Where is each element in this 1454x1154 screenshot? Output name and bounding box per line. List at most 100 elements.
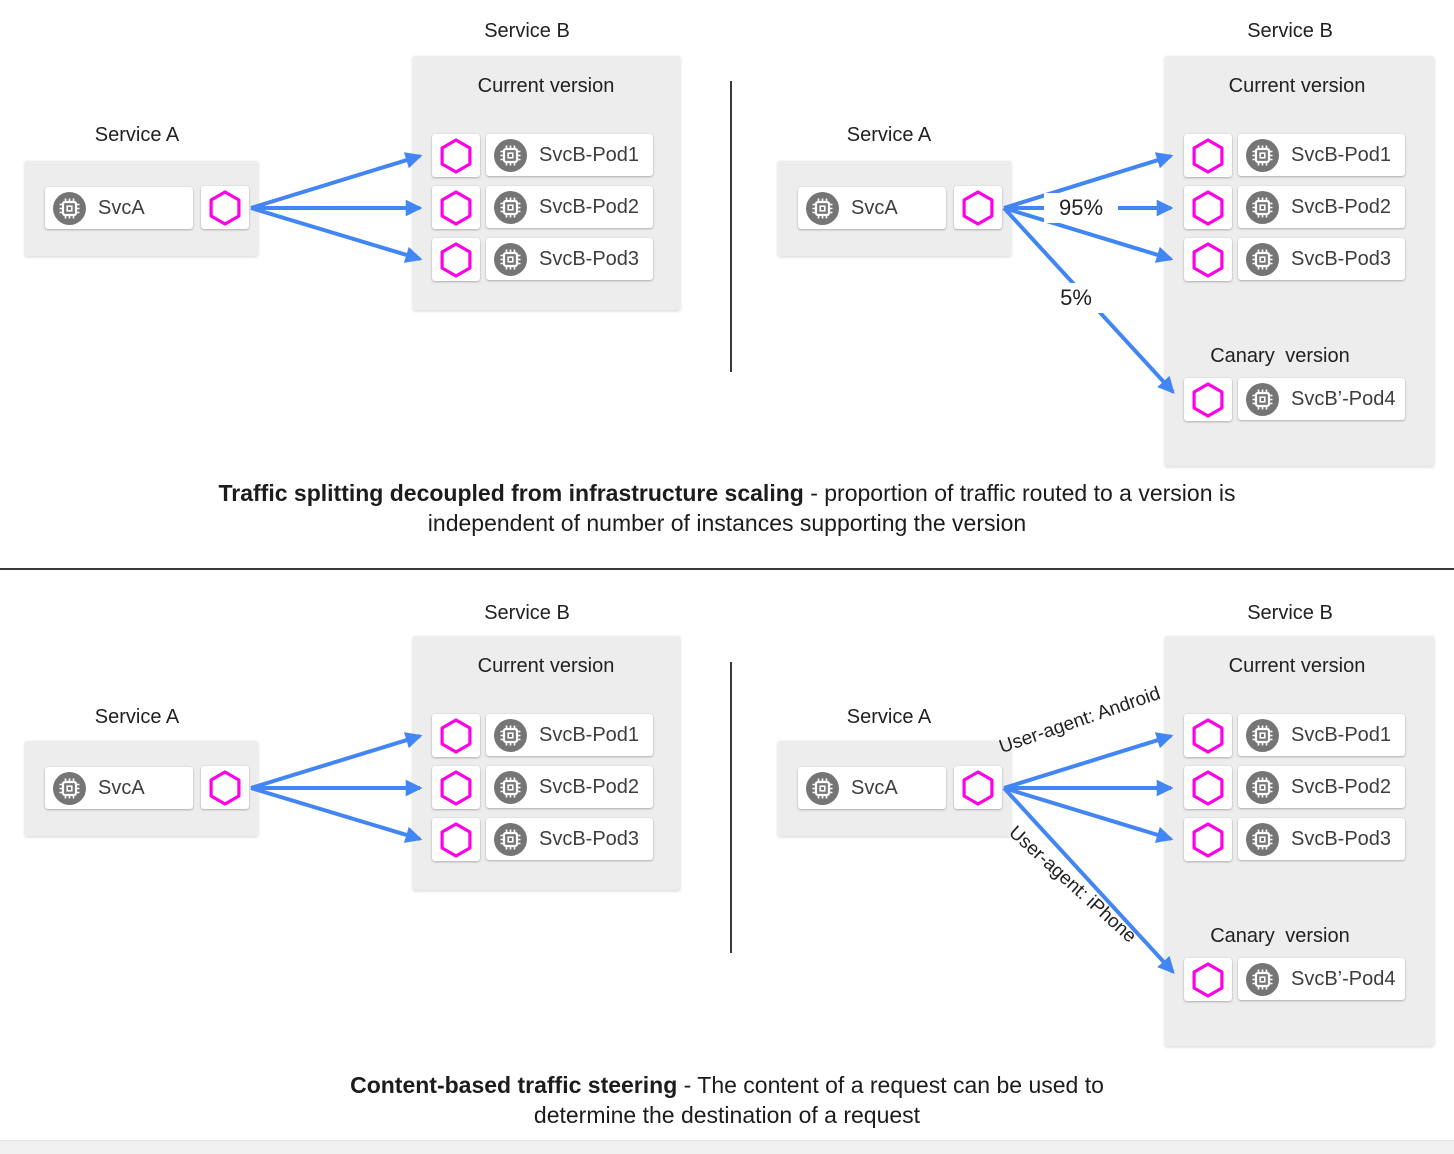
pod-label: SvcB-Pod3 bbox=[1291, 247, 1392, 270]
proxy-box bbox=[432, 818, 480, 861]
pod-label: SvcB’-Pod4 bbox=[1291, 387, 1396, 410]
proxy-box bbox=[432, 238, 480, 281]
proxy-hexagon-icon bbox=[1191, 717, 1225, 755]
pod-node: SvcB-Pod1 bbox=[486, 134, 653, 176]
proxy-hexagon-icon bbox=[439, 821, 473, 859]
proxy-box bbox=[1184, 238, 1232, 281]
user-agent-android-label: User-agent: Android bbox=[996, 683, 1164, 758]
svca-node-label: SvcA bbox=[98, 196, 145, 219]
workload-chip-icon bbox=[494, 242, 527, 276]
service-a-label: Service A bbox=[846, 124, 932, 146]
proxy-hexagon-icon bbox=[439, 717, 473, 755]
pod-node: SvcB-Pod1 bbox=[486, 714, 653, 756]
svca-node-label: SvcA bbox=[851, 776, 898, 799]
pod-label: SvcB-Pod1 bbox=[539, 723, 640, 746]
workload-chip-icon bbox=[1246, 242, 1279, 276]
proxy-box bbox=[1184, 766, 1232, 809]
workload-chip-icon bbox=[1246, 770, 1279, 804]
proxy-box bbox=[201, 766, 249, 809]
service-b-label: Service B bbox=[484, 20, 570, 42]
pod-label: SvcB-Pod2 bbox=[539, 195, 640, 218]
proxy-hexagon-icon bbox=[1191, 241, 1225, 279]
workload-chip-icon bbox=[53, 771, 86, 805]
pod-label: SvcB-Pod3 bbox=[539, 827, 640, 850]
pod-node: SvcB-Pod3 bbox=[1238, 818, 1405, 860]
pod-label: SvcB-Pod2 bbox=[1291, 775, 1392, 798]
pod-label: SvcB-Pod1 bbox=[1291, 143, 1392, 166]
section-divider bbox=[0, 568, 1454, 570]
current-version-label: Current version bbox=[1228, 75, 1366, 97]
vertical-divider bbox=[730, 81, 732, 372]
service-b-label: Service B bbox=[484, 602, 570, 624]
pod-label: SvcB-Pod2 bbox=[539, 775, 640, 798]
workload-chip-icon bbox=[1246, 718, 1279, 752]
workload-chip-icon bbox=[494, 190, 527, 224]
pod-node: SvcB-Pod1 bbox=[1238, 714, 1405, 756]
current-version-label: Current version bbox=[477, 75, 615, 97]
current-version-label: Current version bbox=[477, 655, 615, 677]
vertical-divider bbox=[730, 662, 732, 953]
caption-bold-text: Content-based traffic steering bbox=[350, 1072, 678, 1098]
service-b-label: Service B bbox=[1247, 20, 1333, 42]
caption-traffic-splitting: Traffic splitting decoupled from infrast… bbox=[0, 478, 1454, 538]
workload-chip-icon bbox=[494, 718, 527, 752]
proxy-hexagon-icon bbox=[208, 189, 242, 227]
proxy-box bbox=[432, 186, 480, 229]
proxy-hexagon-icon bbox=[961, 769, 995, 807]
proxy-hexagon-icon bbox=[1191, 137, 1225, 175]
workload-chip-icon bbox=[53, 191, 86, 225]
proxy-box bbox=[1184, 134, 1232, 177]
pod-node: SvcB-Pod2 bbox=[486, 766, 653, 808]
svca-node-label: SvcA bbox=[98, 776, 145, 799]
pod-node: SvcB-Pod1 bbox=[1238, 134, 1405, 176]
workload-chip-icon bbox=[806, 771, 839, 805]
proxy-box bbox=[432, 714, 480, 757]
pod-label: SvcB-Pod1 bbox=[539, 143, 640, 166]
proxy-hexagon-icon bbox=[439, 137, 473, 175]
workload-chip-icon bbox=[494, 138, 527, 172]
traffic-percent-current: 95% bbox=[1044, 193, 1118, 223]
caption-content-steering: Content-based traffic steering - The con… bbox=[0, 1070, 1454, 1130]
workload-chip-icon bbox=[1246, 190, 1279, 224]
pod-label: SvcB-Pod3 bbox=[1291, 827, 1392, 850]
caption-bold-text: Traffic splitting decoupled from infrast… bbox=[218, 480, 804, 506]
proxy-box bbox=[432, 134, 480, 177]
pod-node: SvcB-Pod2 bbox=[486, 186, 653, 228]
bottom-edge-strip bbox=[0, 1140, 1454, 1154]
canary-pod-node: SvcB’-Pod4 bbox=[1238, 958, 1405, 1000]
pod-label: SvcB-Pod3 bbox=[539, 247, 640, 270]
workload-chip-icon bbox=[1246, 138, 1279, 172]
canary-version-label: Canary version bbox=[1210, 345, 1350, 367]
workload-chip-icon bbox=[494, 770, 527, 804]
proxy-box bbox=[432, 766, 480, 809]
service-a-label: Service A bbox=[94, 706, 180, 728]
service-a-label: Service A bbox=[846, 706, 932, 728]
proxy-hexagon-icon bbox=[1191, 381, 1225, 419]
pod-node: SvcB-Pod3 bbox=[1238, 238, 1405, 280]
canary-pod-node: SvcB’-Pod4 bbox=[1238, 378, 1405, 420]
current-version-label: Current version bbox=[1228, 655, 1366, 677]
proxy-box bbox=[1184, 186, 1232, 229]
service-a-label: Service A bbox=[94, 124, 180, 146]
proxy-box bbox=[1184, 958, 1232, 1001]
caption-line2-text: independent of number of instances suppo… bbox=[427, 510, 1027, 536]
pod-node: SvcB-Pod3 bbox=[486, 238, 653, 280]
pod-label: SvcB-Pod1 bbox=[1291, 723, 1392, 746]
proxy-hexagon-icon bbox=[1191, 189, 1225, 227]
svca-node-label: SvcA bbox=[851, 196, 898, 219]
proxy-hexagon-icon bbox=[961, 189, 995, 227]
proxy-box bbox=[1184, 818, 1232, 861]
canary-version-label: Canary version bbox=[1210, 925, 1350, 947]
proxy-hexagon-icon bbox=[439, 769, 473, 807]
workload-chip-icon bbox=[494, 822, 527, 856]
svca-node: SvcA bbox=[798, 767, 946, 809]
proxy-box bbox=[201, 186, 249, 229]
proxy-hexagon-icon bbox=[208, 769, 242, 807]
svca-node: SvcA bbox=[798, 187, 946, 229]
proxy-hexagon-icon bbox=[1191, 961, 1225, 999]
pod-node: SvcB-Pod2 bbox=[1238, 766, 1405, 808]
proxy-box bbox=[1184, 378, 1232, 421]
proxy-box bbox=[1184, 714, 1232, 757]
pod-node: SvcB-Pod2 bbox=[1238, 186, 1405, 228]
